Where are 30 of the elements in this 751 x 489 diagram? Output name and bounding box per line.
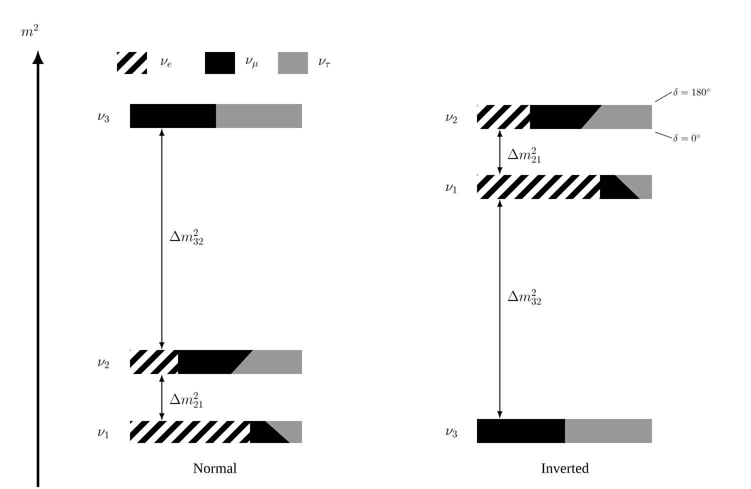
leader-line	[654, 132, 672, 138]
mass-state-label: $\nu_2$	[98, 360, 109, 368]
legend-label: $\nu_\tau$	[318, 58, 330, 68]
leader-line	[654, 92, 672, 102]
mass-state-label: $\nu_3$	[446, 428, 457, 438]
flavor-bar	[130, 350, 302, 374]
phase-label: $\delta = 180^\circ$	[674, 88, 710, 96]
legend-label: $\nu_\mu$	[246, 58, 258, 68]
flavor-bar	[130, 421, 302, 443]
hierarchy-label: Inverted	[542, 462, 589, 474]
flavor-bar	[477, 105, 652, 129]
flavor-bar	[477, 175, 652, 199]
flavor-bar	[477, 419, 652, 443]
double-arrow	[497, 200, 502, 418]
mass-state-label: $\nu_1$	[98, 430, 108, 438]
axis-label: $m^2$	[21, 24, 38, 36]
flavor-bar	[130, 104, 302, 128]
mass-state-label: $\nu_1$	[446, 184, 456, 194]
mass-state-label: $\nu_2$	[446, 114, 457, 124]
mass-state-label: $\nu_3$	[98, 114, 109, 122]
edge-label: $\Delta m^2_{32}$	[508, 289, 541, 305]
legend-label: $\nu_e$	[160, 58, 172, 68]
edge-label: $\Delta m^2_{21}$	[508, 147, 540, 163]
edge-label: $\Delta m^2_{21}$	[170, 392, 202, 408]
double-arrow	[497, 130, 502, 174]
phase-label: $\delta = 0^\circ$	[674, 134, 700, 142]
double-arrow	[159, 376, 164, 420]
hierarchy-label: Normal	[193, 462, 237, 474]
edge-label: $\Delta m^2_{32}$	[170, 229, 203, 245]
double-arrow	[159, 130, 164, 348]
